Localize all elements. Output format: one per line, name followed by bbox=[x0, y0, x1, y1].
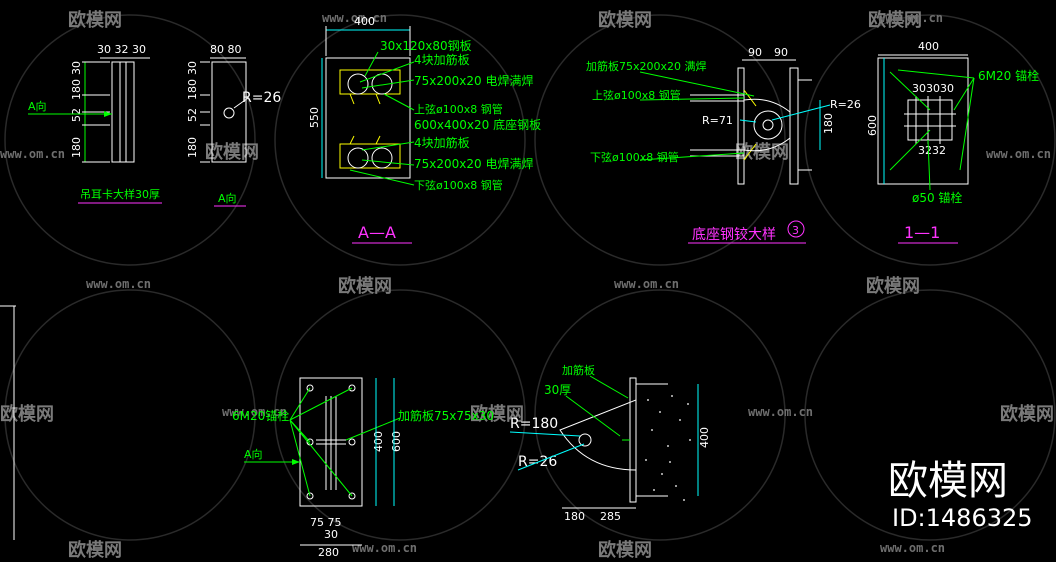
s11-bolt-label: 6M20 锚栓 bbox=[978, 68, 1039, 83]
aview-dim-c: 52 bbox=[186, 108, 199, 122]
aa-label-2: 4块加筋板 bbox=[414, 52, 470, 67]
stamp-id: ID:1486325 bbox=[892, 504, 1033, 532]
watermark-url: www.om.cn bbox=[352, 541, 417, 555]
watermark-brand: 欧模网 bbox=[1000, 403, 1054, 425]
watermark-url: www.om.cn bbox=[222, 405, 287, 419]
aa-dim-top: 400 bbox=[354, 15, 375, 28]
watermark-brand: 欧模网 bbox=[470, 403, 524, 425]
plan-arrow-label: A向 bbox=[244, 447, 263, 461]
watermark-url: www.om.cn bbox=[322, 11, 387, 25]
detail-a-view: 80 80 180 30 52 180 R=26 A向 bbox=[186, 43, 281, 207]
hinge-label-top-chord: 上弦ø100x8 钢管 bbox=[592, 88, 681, 102]
aa-dim-left: 550 bbox=[308, 107, 321, 128]
watermark-brand: 欧模网 bbox=[68, 9, 122, 31]
aa-label-5: 600x400x20 底座钢板 bbox=[414, 117, 541, 132]
aa-title: A—A bbox=[358, 223, 396, 242]
side-thick-label: 30厚 bbox=[544, 383, 571, 397]
hinge-label-bottom-chord: 下弦ø100x8 钢管 bbox=[590, 150, 679, 164]
aa-label-4: 上弦ø100x8 钢管 bbox=[414, 102, 503, 116]
concrete-hatch bbox=[645, 395, 691, 501]
aa-label-8: 下弦ø100x8 钢管 bbox=[414, 178, 503, 192]
base-plate-plan: 6M20锚栓 加筋板75x75x30 A向 400 600 75 75 30 2… bbox=[232, 377, 494, 559]
aview-radius: R=26 bbox=[242, 90, 281, 106]
aa-label-6: 4块加筋板 bbox=[414, 135, 470, 150]
watermark-brand: 欧模网 bbox=[868, 9, 922, 31]
hanger-arrow-label: A向 bbox=[28, 99, 47, 113]
side-rib-label: 加筋板 bbox=[562, 363, 595, 377]
watermark-url: www.om.cn bbox=[614, 277, 679, 291]
watermark-url: www.om.cn bbox=[880, 541, 945, 555]
watermark-circles bbox=[4, 14, 1056, 541]
hinge-dim-top-2: 90 bbox=[774, 46, 788, 59]
hanger-dims-top: 30 32 30 bbox=[97, 43, 146, 56]
hanger-dim-b: 30 bbox=[70, 61, 83, 75]
aview-dim-d: 180 bbox=[186, 137, 199, 158]
watermark-brand: 欧模网 bbox=[598, 539, 652, 561]
s11-title: 1—1 bbox=[904, 223, 940, 242]
plan-dim-bottom-total: 280 bbox=[318, 546, 339, 559]
side-dim-bottom-1: 180 bbox=[564, 510, 585, 523]
hinge-label-rib: 加筋板75x200x20 满焊 bbox=[586, 59, 707, 73]
aview-title: A向 bbox=[218, 191, 237, 205]
hanger-title: 吊耳卡大样30厚 bbox=[80, 187, 160, 201]
plan-dims-bottom: 75 75 bbox=[310, 516, 342, 529]
plan-dim-right-b: 600 bbox=[390, 431, 403, 452]
watermark-url: www.om.cn bbox=[748, 405, 813, 419]
side-radius-outer: R=180 bbox=[510, 416, 558, 432]
hinge-radius-outer: R=26 bbox=[830, 98, 861, 111]
side-dim-right: 400 bbox=[698, 427, 711, 448]
plan-dim-bottom-mid: 30 bbox=[324, 528, 338, 541]
watermark-brand: 欧模网 bbox=[68, 539, 122, 561]
watermark-url: www.om.cn bbox=[878, 11, 943, 25]
s11-dim-left: 600 bbox=[866, 115, 879, 136]
watermark-brand: 欧模网 bbox=[866, 275, 920, 297]
hinge-dim-top-1: 90 bbox=[748, 46, 762, 59]
hinge-detail: 90 90 加筋板75x200x20 满焊 上弦ø100x8 钢管 下弦ø100… bbox=[586, 46, 861, 244]
section-aa: 400 550 30x120x80钢板 4块加筋板 75x200x20 电焊满焊… bbox=[308, 15, 541, 244]
detail-hanger-lug: 30 32 30 180 30 52 180 A向 吊耳卡大样30厚 bbox=[28, 43, 162, 204]
s11-pipe-label: ø50 锚栓 bbox=[912, 190, 962, 205]
aview-dim-b: 30 bbox=[186, 61, 199, 75]
aview-dims-top: 80 80 bbox=[210, 43, 242, 56]
aa-label-3: 75x200x20 电焊满焊 bbox=[414, 73, 533, 88]
watermark-brand: 欧模网 bbox=[0, 403, 54, 425]
watermark-brand: 欧模网 bbox=[598, 9, 652, 31]
hinge-radius-inner: R=71 bbox=[702, 114, 733, 127]
brand-stamp: 欧模网 ID:1486325 bbox=[888, 458, 1033, 532]
watermark-url: www.om.cn bbox=[0, 147, 65, 161]
watermark-brand: 欧模网 bbox=[338, 275, 392, 297]
s11-dims-inner-bottom: 3232 bbox=[918, 144, 946, 157]
aa-label-1: 30x120x80钢板 bbox=[380, 39, 472, 53]
s11-dims-inner-top: 303030 bbox=[912, 82, 954, 95]
plan-bolt-label: 6M20锚栓 bbox=[232, 408, 289, 423]
left-edge-dimension bbox=[0, 305, 16, 540]
s11-dim-top: 400 bbox=[918, 40, 939, 53]
hinge-title: 底座钢铰大样 bbox=[692, 227, 776, 243]
watermark-url: www.om.cn bbox=[986, 147, 1051, 161]
watermark-urls: www.om.cn www.om.cn www.om.cn www.om.cn … bbox=[0, 11, 1051, 555]
side-elevation: 加筋板 30厚 R=180 R=26 180 285 400 bbox=[509, 363, 711, 523]
hanger-dim-a: 180 bbox=[70, 79, 83, 100]
aa-label-7: 75x200x20 电焊满焊 bbox=[414, 156, 533, 171]
plan-dim-right-a: 400 bbox=[372, 431, 385, 452]
watermark-url: www.om.cn bbox=[86, 277, 151, 291]
hanger-dim-d: 180 bbox=[70, 137, 83, 158]
watermark-brand: 欧模网 bbox=[205, 141, 259, 163]
side-dim-bottom-2: 285 bbox=[600, 510, 621, 523]
section-11: 400 600 6M20 锚栓 303030 3232 ø50 锚栓 1—1 bbox=[866, 40, 1039, 244]
stamp-brand: 欧模网 bbox=[888, 458, 1008, 504]
plan-rib-label: 加筋板75x75x30 bbox=[398, 408, 494, 423]
hanger-dim-c: 52 bbox=[70, 108, 83, 122]
aview-dim-a: 180 bbox=[186, 79, 199, 100]
hinge-title-num: 3 bbox=[792, 224, 799, 237]
hinge-dim-right: 180 bbox=[822, 113, 835, 134]
